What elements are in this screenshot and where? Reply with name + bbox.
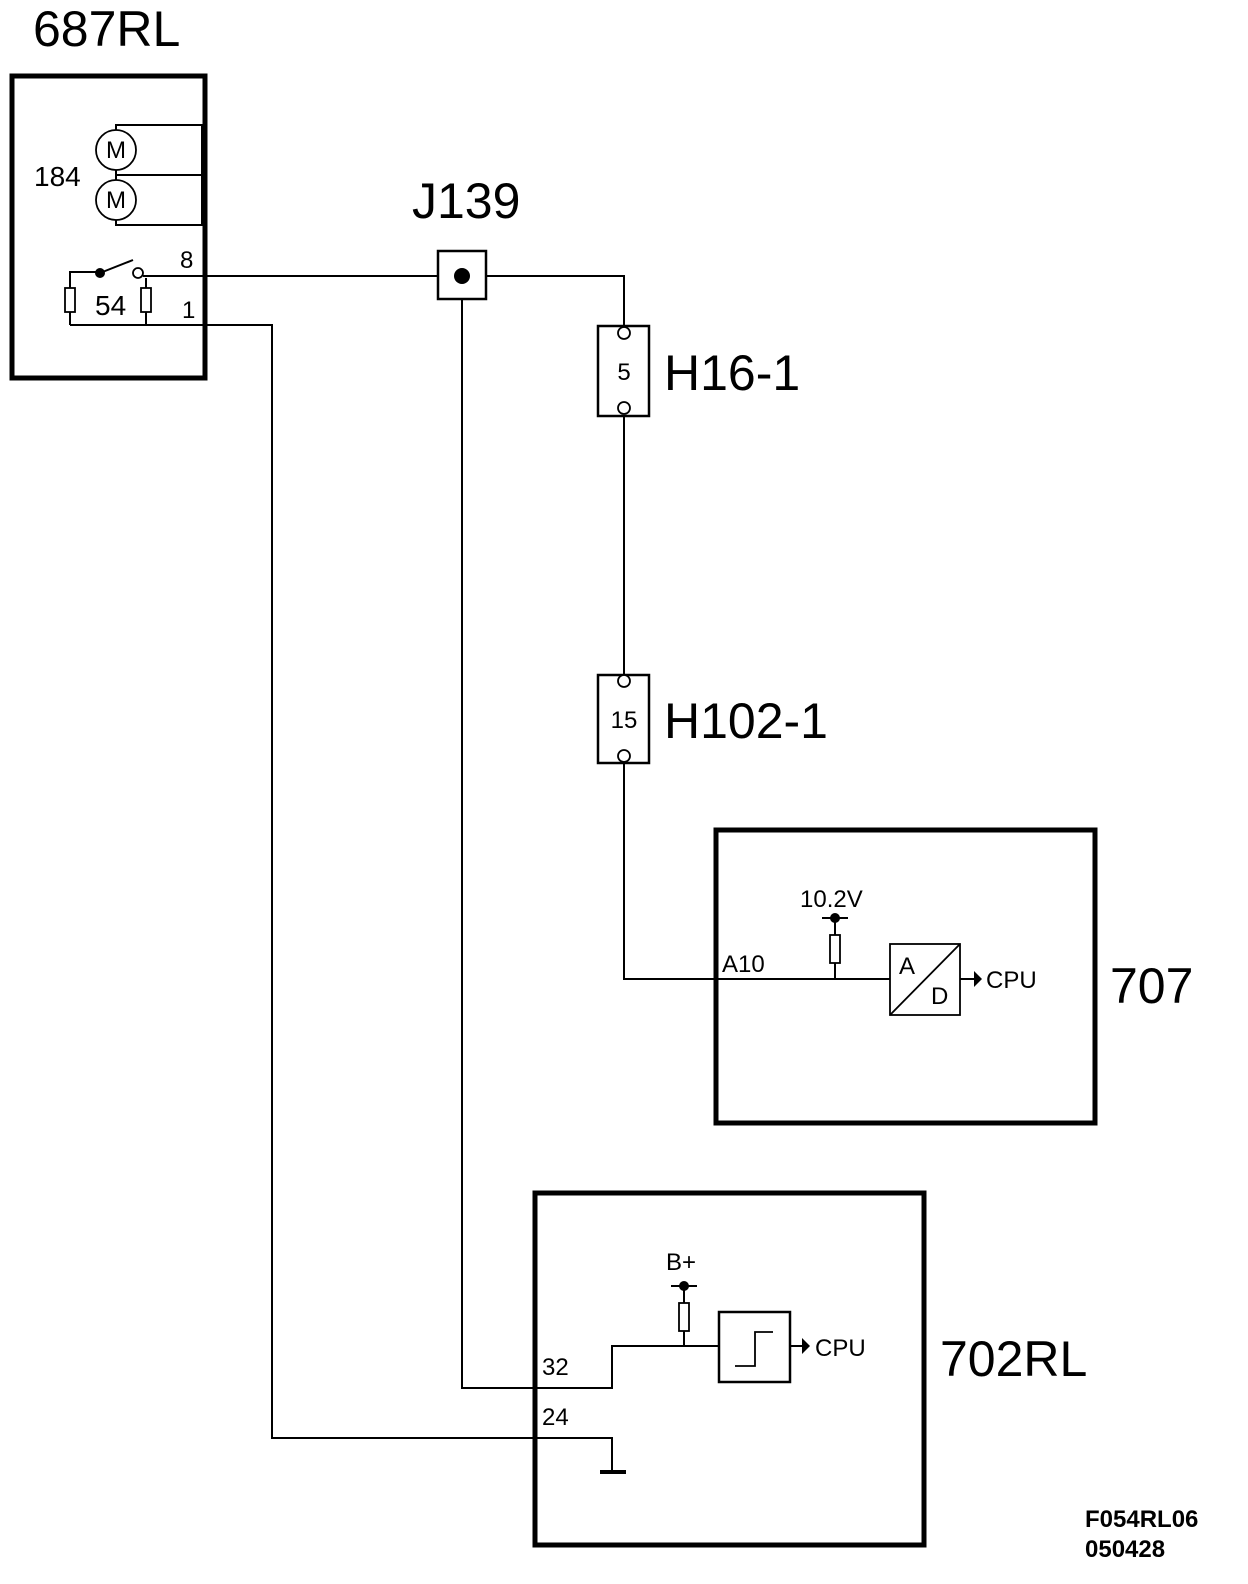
h16-pin-label: 5 [617, 359, 630, 386]
j139-label: J139 [412, 173, 520, 229]
connector-h102: 15 H102-1 [596, 673, 828, 765]
motor-midpoint-wire [115, 170, 202, 180]
h16-box [596, 324, 651, 418]
module-707-pin-label: A10 [722, 951, 765, 978]
ad-converter-d: D [931, 983, 948, 1010]
ad-converter-diagonal [889, 943, 961, 1016]
wire-h102-to-707 [623, 763, 890, 980]
pin-8-label: 8 [180, 247, 193, 274]
motor-group-184: 184 M M [34, 124, 203, 226]
pin-1-label: 1 [182, 297, 195, 324]
pullup-resistor-707 [829, 934, 841, 964]
switch-resistor-wires [69, 278, 147, 325]
wire-j139-to-702 [461, 276, 718, 1389]
module-687rl-label: 687RL [33, 1, 180, 57]
module-702rl-cpu-label: CPU [815, 1335, 866, 1362]
figure-date: 050428 [1085, 1536, 1165, 1563]
h16-pin-bottom [617, 401, 631, 415]
module-702rl: 702RL 32 24 B+ CPU [532, 1190, 1087, 1548]
h102-pin-label: 15 [611, 707, 638, 734]
module-707-label: 707 [1110, 958, 1193, 1014]
h102-pin-top [617, 674, 631, 688]
h102-label: H102-1 [664, 693, 828, 749]
module-707-cpu-label: CPU [986, 967, 1037, 994]
module-702rl-supply-label: B+ [666, 1249, 696, 1276]
module-707-supply-label: 10.2V [800, 886, 863, 913]
trigger-output-arrow [802, 1338, 810, 1354]
h102-pin-bottom [617, 749, 631, 763]
switch-label: 54 [95, 290, 126, 321]
switch-left-wire [69, 271, 100, 288]
h16-pin-top [617, 326, 631, 340]
h16-label: H16-1 [664, 345, 800, 401]
wire-pin8-to-h16 [143, 275, 625, 326]
pullup-resistor-702 [678, 1302, 690, 1332]
motor-2-symbol: M [106, 187, 126, 214]
switch-54: 54 8 1 [64, 247, 195, 325]
switch-contact [132, 267, 144, 279]
ad-converter-a: A [899, 953, 915, 980]
switch-lever [99, 259, 134, 274]
wire-pin1-to-ground [70, 324, 613, 1470]
module-702rl-pin-32: 32 [542, 1354, 569, 1381]
motor-group-label: 184 [34, 161, 81, 192]
motor-1-symbol: M [106, 137, 126, 164]
resistor-right [140, 287, 152, 313]
module-707-box [713, 827, 1098, 1126]
module-707: 707 A10 10.2V A D CPU [713, 827, 1193, 1126]
j139-node [454, 268, 470, 284]
ad-output-arrow [974, 971, 982, 987]
resistor-left [64, 287, 76, 313]
figure-code: F054RL06 [1085, 1506, 1198, 1533]
module-702rl-pin-24: 24 [542, 1404, 569, 1431]
module-687rl-box [9, 73, 208, 381]
module-702rl-box [532, 1190, 927, 1548]
schmitt-trigger-symbol [735, 1331, 773, 1367]
module-702rl-label: 702RL [940, 1331, 1087, 1387]
connector-h16: 5 H16-1 [596, 324, 800, 418]
